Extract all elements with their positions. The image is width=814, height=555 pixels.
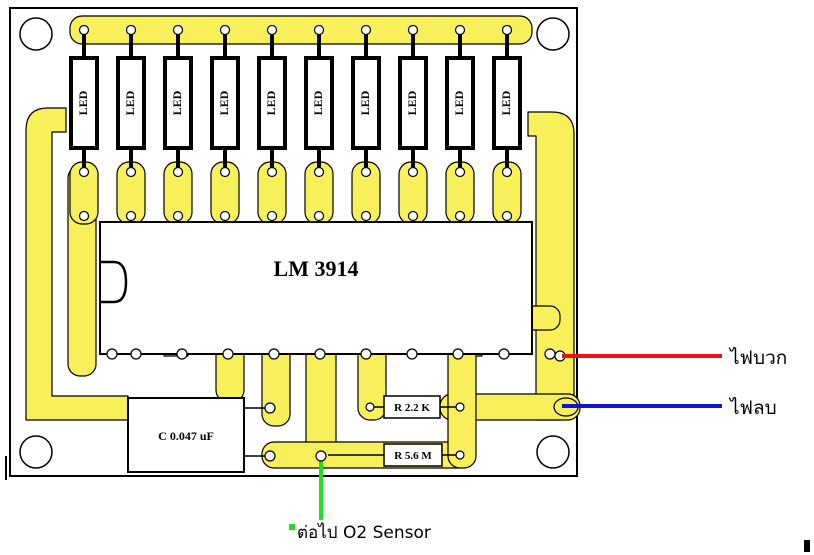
mounting-hole-bottom-right	[536, 435, 570, 469]
led-top-pin	[266, 24, 278, 36]
negative-label: ไฟลบ	[728, 397, 777, 419]
ic-pin	[406, 348, 418, 360]
mounting-hole-top-left	[19, 17, 53, 51]
led-body	[351, 56, 381, 150]
capacitor-pin-1	[264, 402, 276, 414]
led-pad-pin-upper	[454, 166, 466, 178]
trace-top-bus	[69, 15, 533, 45]
led-label: LED	[170, 90, 184, 115]
led-pad-pin-lower	[454, 210, 466, 222]
led-pad-pin-lower	[172, 210, 184, 222]
led-top-pin	[407, 24, 419, 36]
led-top-pin	[454, 24, 466, 36]
led-pad-pin-lower	[360, 210, 372, 222]
led-pad-pin-upper	[501, 166, 513, 178]
led-top-pin	[501, 24, 513, 36]
trace-left-loop	[25, 107, 129, 421]
mounting-hole-top-right	[536, 17, 570, 51]
led-pad-pin-upper	[360, 166, 372, 178]
ic-pin	[314, 348, 326, 360]
led-pad-pin-lower	[313, 210, 325, 222]
resistor-5m6-label: R 5.6 M	[394, 450, 432, 462]
ic-pin	[106, 348, 118, 360]
led-body	[210, 56, 240, 150]
led-pad-pin-upper	[266, 166, 278, 178]
led-label: LED	[499, 90, 513, 115]
resistor-2k2-label: R 2.2 K	[394, 402, 430, 414]
led-pad-pin-upper	[125, 166, 137, 178]
led-label: LED	[358, 90, 372, 115]
lm3914-ic	[99, 221, 533, 355]
led-top-pin	[219, 24, 231, 36]
led-pad-pin-lower	[219, 210, 231, 222]
ic-notch	[100, 260, 128, 304]
capacitor-pin-2	[264, 450, 276, 462]
led-label: LED	[405, 90, 419, 115]
positive-label: ไฟบวก	[728, 347, 787, 369]
led-label: LED	[311, 90, 325, 115]
ic-pin	[222, 348, 234, 360]
capacitor-label: C 0.047 uF	[158, 429, 214, 443]
led-pad-pin-lower	[407, 210, 419, 222]
mounting-hole-bottom-left	[19, 435, 53, 469]
capacitor	[127, 397, 245, 473]
ic-pin	[268, 348, 280, 360]
led-pad-pin-upper	[313, 166, 325, 178]
led-pad-pin-lower	[266, 210, 278, 222]
resistor-2k2-pin-left	[365, 402, 375, 412]
ic-pin	[544, 348, 556, 360]
ic-pin	[130, 348, 142, 360]
led-pad-pin-upper	[219, 166, 231, 178]
led-top-pin	[313, 24, 325, 36]
led-top-pin	[360, 24, 372, 36]
led-label: LED	[452, 90, 466, 115]
led-label: LED	[264, 90, 278, 115]
led-top-pin	[78, 24, 90, 36]
sensor-label: ต่อไป O2 Sensor	[297, 522, 431, 543]
led-pad-pin-upper	[78, 166, 90, 178]
led-pad-pin-lower	[78, 210, 90, 222]
led-body	[69, 56, 99, 150]
led-body	[445, 56, 475, 150]
sensor-pad	[315, 450, 327, 462]
led-pad-pin-lower	[125, 210, 137, 222]
led-body	[163, 56, 193, 150]
ic-pin	[360, 348, 372, 360]
ic-pin	[452, 348, 464, 360]
led-label: LED	[76, 90, 90, 115]
led-label: LED	[217, 90, 231, 115]
led-pad-pin-lower	[501, 210, 513, 222]
resistor-5m6-pin-right	[455, 450, 465, 460]
ic-label: LM 3914	[274, 256, 359, 281]
led-top-pin	[125, 24, 137, 36]
ic-pin	[498, 348, 510, 360]
ic-pins	[106, 348, 556, 360]
led-pad-pin-upper	[172, 166, 184, 178]
led-pad-pin-upper	[407, 166, 419, 178]
edge-tick-left	[5, 456, 7, 480]
corner-mark	[804, 540, 810, 552]
sensor-marker	[289, 524, 295, 530]
led-label: LED	[123, 90, 137, 115]
led-top-pin	[172, 24, 184, 36]
ic-pin	[176, 348, 188, 360]
resistor-2k2-pin-right	[455, 402, 465, 412]
